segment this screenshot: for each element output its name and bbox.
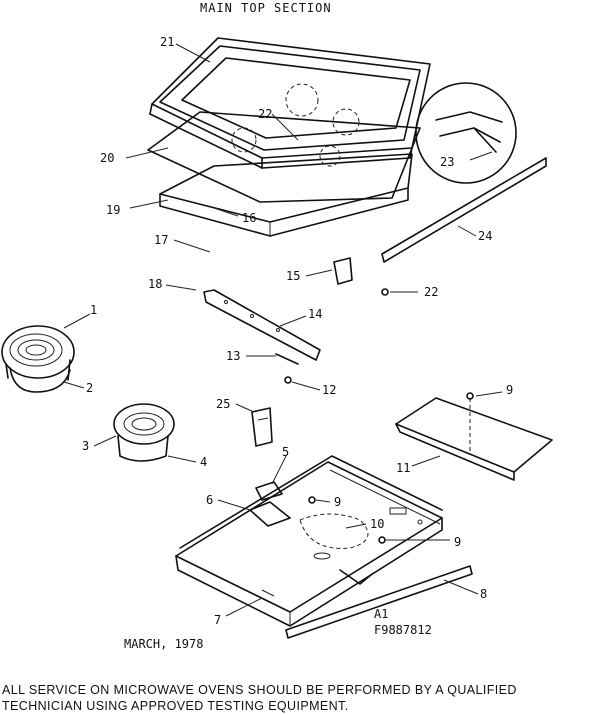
part-12-screw bbox=[284, 376, 292, 384]
part-8-bottom-rail bbox=[285, 565, 473, 639]
part-9-screw-right bbox=[378, 536, 386, 544]
part-13-strip bbox=[275, 353, 299, 365]
callout-4: 4 bbox=[200, 455, 207, 469]
part-3-small-surface-element bbox=[113, 403, 175, 445]
callout-16: 16 bbox=[242, 211, 256, 225]
callout-19: 19 bbox=[106, 203, 120, 217]
part-11-cover-plate bbox=[395, 397, 553, 481]
callout-9-middle: 9 bbox=[334, 495, 341, 509]
warning-line-2: TECHNICIAN USING APPROVED TESTING EQUIPM… bbox=[2, 699, 349, 713]
part-number: F9887812 bbox=[374, 623, 432, 637]
callout-9-top: 9 bbox=[506, 383, 513, 397]
callout-25: 25 bbox=[216, 397, 230, 411]
diagram-title: MAIN TOP SECTION bbox=[200, 1, 332, 15]
part-24-side-rail bbox=[381, 157, 547, 263]
part-5-tab bbox=[255, 481, 283, 501]
part-2-large-element-housing bbox=[9, 367, 71, 393]
part-15-clip bbox=[333, 257, 353, 285]
callout-11: 11 bbox=[396, 461, 410, 475]
callout-24: 24 bbox=[478, 229, 492, 243]
callout-20: 20 bbox=[100, 151, 114, 165]
callout-6: 6 bbox=[206, 493, 213, 507]
part-23-detail-magnifier bbox=[415, 82, 517, 184]
part-6-bracket bbox=[249, 501, 291, 527]
part-9-screw-middle bbox=[308, 496, 316, 504]
callout-17: 17 bbox=[154, 233, 168, 247]
callout-22-top: 22 bbox=[258, 107, 272, 121]
callout-14: 14 bbox=[308, 307, 322, 321]
warning-line-1: ALL SERVICE ON MICROWAVE OVENS SHOULD BE… bbox=[2, 683, 517, 697]
callout-10: 10 bbox=[370, 517, 384, 531]
part-10-dashed-region bbox=[299, 513, 369, 549]
part-25-small-bracket bbox=[251, 407, 273, 447]
callout-5: 5 bbox=[282, 445, 289, 459]
diagram-date: MARCH, 1978 bbox=[124, 637, 203, 651]
callout-2: 2 bbox=[86, 381, 93, 395]
callout-12: 12 bbox=[322, 383, 336, 397]
callout-labels: 21 22 23 20 19 16 17 24 15 22 18 14 1 13… bbox=[82, 35, 513, 627]
callout-15: 15 bbox=[286, 269, 300, 283]
callout-1: 1 bbox=[90, 303, 97, 317]
part-9-screw-top bbox=[466, 392, 474, 400]
part-20-glass-panel bbox=[147, 83, 421, 203]
part-21-top-frame bbox=[149, 37, 431, 169]
callout-3: 3 bbox=[82, 439, 89, 453]
callout-9-right: 9 bbox=[454, 535, 461, 549]
part-4-small-element-housing bbox=[117, 435, 169, 462]
callout-23: 23 bbox=[440, 155, 454, 169]
callout-8: 8 bbox=[480, 587, 487, 601]
callout-21: 21 bbox=[160, 35, 174, 49]
part-7-base-pan bbox=[175, 455, 443, 627]
callout-13: 13 bbox=[226, 349, 240, 363]
callout-22-right: 22 bbox=[424, 285, 438, 299]
part-14-bracket bbox=[203, 289, 321, 361]
drawing-reference: A1 bbox=[374, 607, 388, 621]
callout-18: 18 bbox=[148, 277, 162, 291]
callout-7: 7 bbox=[214, 613, 221, 627]
part-22-screw-right bbox=[381, 288, 389, 296]
part-1-large-surface-element bbox=[1, 325, 75, 381]
leader-lines bbox=[63, 43, 503, 617]
